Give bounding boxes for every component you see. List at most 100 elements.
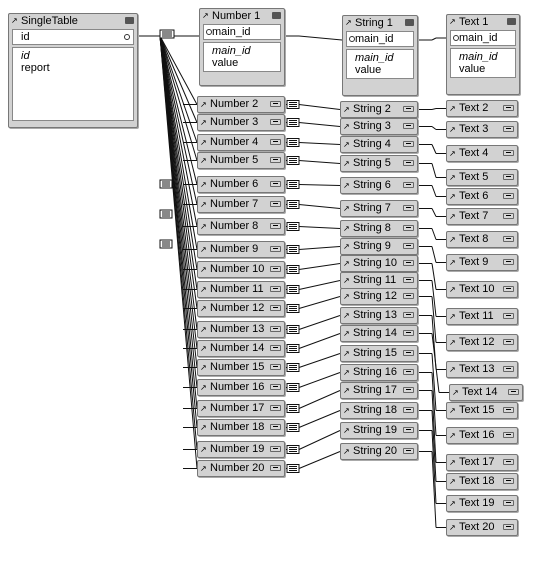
relationship-join-icon[interactable]: [286, 363, 300, 372]
table-text-18[interactable]: ↗Text 18: [446, 473, 518, 490]
table-number-8[interactable]: ↗Number 8: [197, 218, 285, 235]
relationship-join-icon[interactable]: [286, 118, 300, 127]
table-string-9[interactable]: ↗String 9: [340, 238, 418, 255]
table-text-17[interactable]: ↗Text 17: [446, 454, 518, 471]
collapse-icon[interactable]: [270, 119, 281, 125]
table-text-9[interactable]: ↗Text 9: [446, 254, 518, 271]
table-string-2[interactable]: ↗String 2: [340, 101, 418, 118]
table-string-3[interactable]: ↗String 3: [340, 118, 418, 135]
collapse-icon[interactable]: [403, 387, 414, 393]
collapse-icon[interactable]: [503, 193, 514, 199]
table-string-8[interactable]: ↗String 8: [340, 220, 418, 237]
collapse-icon[interactable]: [403, 407, 414, 413]
relationship-join-icon[interactable]: [286, 285, 300, 294]
table-number-9[interactable]: ↗Number 9: [197, 241, 285, 258]
collapse-icon[interactable]: [270, 424, 281, 430]
relationship-join-icon[interactable]: [286, 304, 300, 313]
table-string-14[interactable]: ↗String 14: [340, 325, 418, 342]
collapse-icon[interactable]: [403, 277, 414, 283]
table-singletable[interactable]: ↗ SingleTable id id report: [8, 13, 138, 128]
relationship-join-icon[interactable]: [286, 245, 300, 254]
table-number-3[interactable]: ↗Number 3: [197, 114, 285, 131]
collapse-icon[interactable]: [503, 236, 514, 242]
table-text-4[interactable]: ↗Text 4: [446, 145, 518, 162]
table-text-2[interactable]: ↗Text 2: [446, 100, 518, 117]
key-field[interactable]: main_id: [346, 31, 414, 47]
collapse-icon[interactable]: [503, 126, 514, 132]
table-string-18[interactable]: ↗String 18: [340, 402, 418, 419]
table-number-12[interactable]: ↗Number 12: [197, 300, 285, 317]
collapse-icon[interactable]: [403, 312, 414, 318]
relationship-join-icon[interactable]: [286, 265, 300, 274]
table-number-4[interactable]: ↗Number 4: [197, 134, 285, 151]
collapse-icon[interactable]: [270, 246, 281, 252]
table-text-14[interactable]: ↗Text 14: [449, 384, 523, 401]
collapse-icon[interactable]: [503, 500, 514, 506]
collapse-icon[interactable]: [503, 105, 514, 111]
collapse-icon[interactable]: [503, 366, 514, 372]
field-item[interactable]: value: [355, 64, 382, 76]
table-text-10[interactable]: ↗Text 10: [446, 281, 518, 298]
table-string-6[interactable]: ↗String 6: [340, 177, 418, 194]
collapse-icon[interactable]: [503, 459, 514, 465]
relationship-join-icon[interactable]: [286, 404, 300, 413]
table-number-16[interactable]: ↗Number 16: [197, 379, 285, 396]
relationship-join-icon[interactable]: [286, 325, 300, 334]
collapse-icon[interactable]: [403, 243, 414, 249]
table-text-8[interactable]: ↗Text 8: [446, 231, 518, 248]
table-string-5[interactable]: ↗String 5: [340, 155, 418, 172]
table-text-15[interactable]: ↗Text 15: [446, 402, 518, 419]
table-string-4[interactable]: ↗String 4: [340, 136, 418, 153]
field-item[interactable]: main_id: [355, 52, 394, 64]
field-item[interactable]: value: [212, 57, 239, 69]
table-number-11[interactable]: ↗Number 11: [197, 281, 285, 298]
collapse-icon[interactable]: [405, 19, 414, 26]
collapse-icon[interactable]: [403, 427, 414, 433]
table-number-15[interactable]: ↗Number 15: [197, 359, 285, 376]
collapse-icon[interactable]: [503, 174, 514, 180]
collapse-icon[interactable]: [403, 182, 414, 188]
relationship-join-icon[interactable]: [286, 344, 300, 353]
table-text-16[interactable]: ↗Text 16: [446, 427, 518, 444]
table-string-19[interactable]: ↗String 19: [340, 422, 418, 439]
table-text-11[interactable]: ↗Text 11: [446, 308, 518, 325]
relationship-join-icon[interactable]: [286, 423, 300, 432]
collapse-icon[interactable]: [403, 205, 414, 211]
table-string-16[interactable]: ↗String 16: [340, 364, 418, 381]
collapse-icon[interactable]: [270, 405, 281, 411]
relationship-join-icon[interactable]: [286, 383, 300, 392]
collapse-icon[interactable]: [270, 266, 281, 272]
table-number-5[interactable]: ↗Number 5: [197, 152, 285, 169]
key-field[interactable]: id: [12, 29, 134, 45]
collapse-icon[interactable]: [508, 389, 519, 395]
collapse-icon[interactable]: [403, 260, 414, 266]
field-item[interactable]: main_id: [459, 51, 498, 63]
table-number-2[interactable]: ↗Number 2: [197, 96, 285, 113]
relationship-join-icon[interactable]: [286, 222, 300, 231]
table-string-15[interactable]: ↗String 15: [340, 345, 418, 362]
collapse-icon[interactable]: [403, 330, 414, 336]
table-number-20[interactable]: ↗Number 20: [197, 460, 285, 477]
table-string-20[interactable]: ↗String 20: [340, 443, 418, 460]
field-item[interactable]: id: [21, 50, 30, 62]
table-text-20[interactable]: ↗Text 20: [446, 519, 518, 536]
relationship-join-icon[interactable]: [286, 138, 300, 147]
relationship-join-icon[interactable]: [159, 179, 173, 189]
collapse-icon[interactable]: [403, 369, 414, 375]
table-number-18[interactable]: ↗Number 18: [197, 419, 285, 436]
relationship-join-icon[interactable]: [286, 200, 300, 209]
collapse-icon[interactable]: [270, 465, 281, 471]
relationship-join-icon[interactable]: [286, 180, 300, 189]
collapse-icon[interactable]: [270, 305, 281, 311]
collapse-icon[interactable]: [270, 223, 281, 229]
collapse-icon[interactable]: [503, 339, 514, 345]
collapse-icon[interactable]: [403, 448, 414, 454]
table-number-6[interactable]: ↗Number 6: [197, 176, 285, 193]
collapse-icon[interactable]: [403, 141, 414, 147]
table-string-11[interactable]: ↗String 11: [340, 272, 418, 289]
field-item[interactable]: report: [21, 62, 50, 74]
table-string-12[interactable]: ↗String 12: [340, 288, 418, 305]
relationship-join-icon[interactable]: [286, 100, 300, 109]
table-text-13[interactable]: ↗Text 13: [446, 361, 518, 378]
collapse-icon[interactable]: [270, 201, 281, 207]
